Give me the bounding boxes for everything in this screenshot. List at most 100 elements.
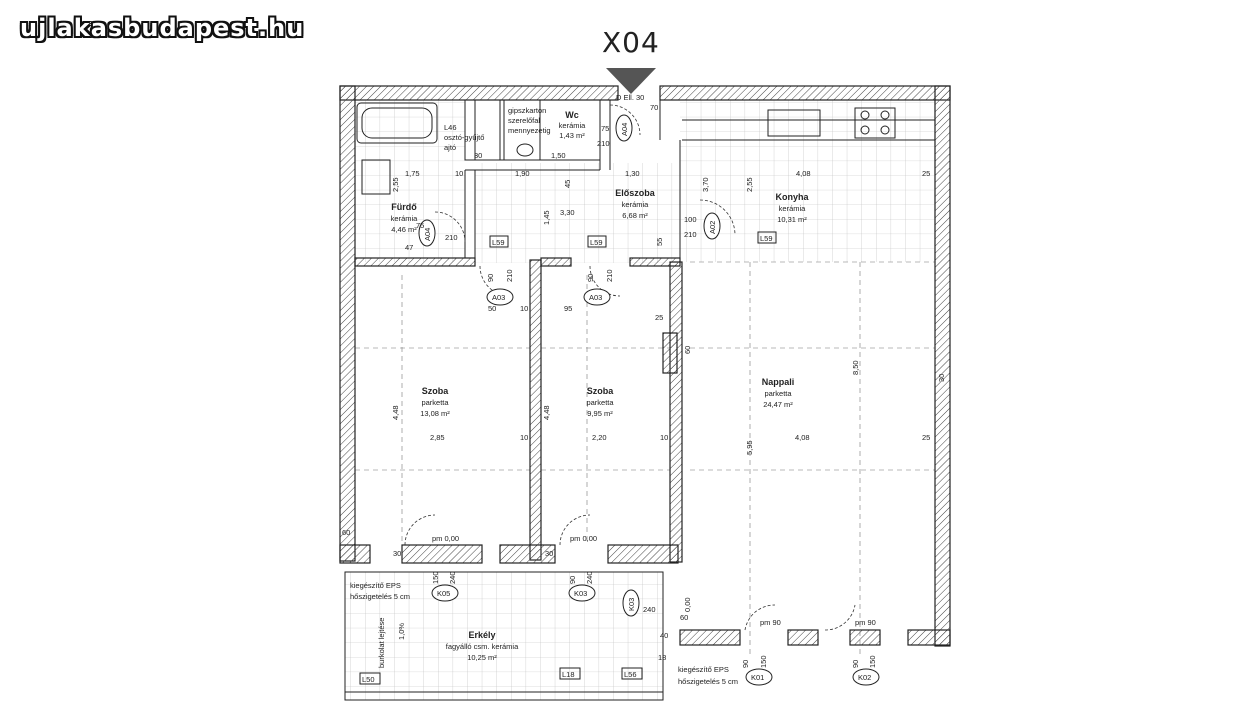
dim-70: 70 — [650, 103, 658, 112]
dim-hall-w1: 1,30 — [625, 169, 640, 178]
dim-10-c: 10 — [520, 433, 528, 442]
dim-hall-h: 1,45 — [542, 210, 551, 225]
room-name-wc: Wc — [565, 110, 579, 120]
dim-210-d: 210 — [505, 269, 514, 282]
dim-pm-b: pm 0,00 — [570, 534, 597, 543]
door-a04-wc: A04 — [620, 123, 629, 136]
dim-sz1-w: 2,85 — [430, 433, 445, 442]
room-name-furdo: Fürdő — [391, 202, 417, 212]
room-name-nappali: Nappali — [762, 377, 795, 387]
partitions — [464, 99, 935, 262]
dim-fur-h: 2,55 — [391, 177, 400, 192]
door-a03-b: A03 — [589, 293, 602, 302]
dim-18: 18 — [658, 653, 666, 662]
room-floor-erkely: fagyálló csm. kerámia — [446, 642, 519, 651]
dim-100: 100 — [684, 215, 697, 224]
dim-90-c: 90 — [568, 576, 577, 584]
bathtub — [356, 102, 438, 144]
hall-floor-tiles — [475, 163, 680, 263]
kitchen-appliances — [767, 107, 896, 139]
window-k03-a: K03 — [574, 589, 587, 598]
room-area-szoba-2: 9,95 m² — [587, 409, 613, 418]
note-gipszkarton-2: szerelőfal — [508, 116, 540, 125]
dim-240-c: 240 — [643, 605, 656, 614]
balcony-outline — [344, 571, 664, 701]
dim-240-b: 240 — [585, 571, 594, 584]
dim-60-b: 60 — [683, 346, 692, 354]
window-k05: K05 — [437, 589, 450, 598]
note-collector-1: L46 — [444, 123, 457, 132]
tag-l18: L18 — [562, 670, 575, 679]
room-name-konyha: Konyha — [775, 192, 809, 202]
room-name-erkely: Erkély — [468, 630, 495, 640]
room-labels: Fürdő kerámia 4,46 m² Wc kerámia 1,43 m²… — [391, 110, 810, 662]
dim-210-c: 210 — [597, 139, 610, 148]
room-name-eloszoba: Előszoba — [615, 188, 656, 198]
dim-25-a: 25 — [922, 169, 930, 178]
window-k02: K02 — [858, 673, 871, 682]
dim-60-c: 60 — [680, 613, 688, 622]
window-k01: K01 — [751, 673, 764, 682]
tag-l59-c: L59 — [760, 234, 773, 243]
bathroom-floor-tiles — [355, 100, 465, 262]
dim-75-b: 75 — [601, 124, 609, 133]
room-area-szoba-1: 13,08 m² — [420, 409, 450, 418]
note-door-top: D Ell. 30 — [616, 93, 644, 102]
dim-nap-h: 5,95 — [745, 440, 754, 455]
room-floor-furdo: kerámia — [391, 214, 419, 223]
dim-30-c: 30 — [393, 549, 401, 558]
note-eps-bottom-2: hőszigetelés 5 cm — [678, 677, 738, 686]
room-name-szoba-1: Szoba — [422, 386, 449, 396]
room-area-erkely: 10,25 m² — [467, 653, 497, 662]
note-eps-left-1: kiegészítő EPS — [350, 581, 401, 590]
tag-l59-b: L59 — [590, 238, 603, 247]
dim-kon-h: 3,70 — [701, 177, 710, 192]
dim-hall-w2: 3,30 — [560, 208, 575, 217]
dim-pm-a: pm 0,00 — [432, 534, 459, 543]
dim-kon-w: 4,08 — [796, 169, 811, 178]
kitchen-floor-tiles — [680, 100, 935, 262]
room-name-szoba-2: Szoba — [587, 386, 614, 396]
balcony-floor-tiles — [345, 572, 663, 700]
dim-10-b: 10 — [520, 304, 528, 313]
dim-90-d: 90 — [741, 660, 750, 668]
window-k03-b: K03 — [627, 598, 636, 611]
dim-10-a: 10 — [455, 169, 463, 178]
dim-pm-c: pm 90 — [760, 618, 781, 627]
grid-lines — [355, 261, 935, 655]
door-a04-bath: A04 — [423, 228, 432, 241]
dim-25-c: 25 — [655, 313, 663, 322]
note-gipszkarton-3: mennyezetig — [508, 126, 551, 135]
dim-sz2-h: 4,48 — [542, 405, 551, 420]
dim-sz2-w: 2,20 — [592, 433, 607, 442]
tags: L59 L59 L59 L50 L18 L56 — [359, 231, 777, 685]
dim-40: 40 — [660, 631, 668, 640]
notes: gipszkarton szerelőfal mennyezetig L46 o… — [350, 93, 738, 686]
door-marks: A04 A04 A02 A03 A03 — [418, 114, 721, 306]
dim-47: 47 — [405, 243, 413, 252]
note-gipszkarton-1: gipszkarton — [508, 106, 546, 115]
dim-210-a: 210 — [684, 230, 697, 239]
room-floor-nappali: parketta — [764, 389, 792, 398]
dim-55: 55 — [655, 238, 664, 246]
tag-l59-a: L59 — [492, 238, 505, 247]
dim-240-a: 240 — [448, 571, 457, 584]
room-area-nappali: 24,47 m² — [763, 400, 793, 409]
dim-75-a: 75 — [416, 221, 424, 230]
dim-25-b: 25 — [922, 433, 930, 442]
dim-30-a: 30 — [474, 151, 482, 160]
dimensions: 1,75 2,55 1,30 3,30 1,45 4,08 3,70 2,55 … — [342, 103, 946, 668]
dim-90-a: 90 — [486, 274, 495, 282]
apartment-id: X04 — [602, 26, 660, 59]
dim-10-d: 10 — [660, 433, 668, 442]
dim-150-c: 150 — [868, 655, 877, 668]
dim-150-a: 150 — [431, 571, 440, 584]
dim-nap-h2: 8,50 — [851, 360, 860, 375]
dim-sz1-h: 4,48 — [391, 405, 400, 420]
dim-0-00: 0,00 — [683, 597, 692, 612]
note-eps-left-2: hőszigetelés 5 cm — [350, 592, 410, 601]
note-collector-2: osztó-gyűjtő — [444, 133, 484, 142]
room-floor-eloszoba: kerámia — [622, 200, 650, 209]
window-marks: K05 K03 K03 K01 K02 — [431, 584, 880, 686]
